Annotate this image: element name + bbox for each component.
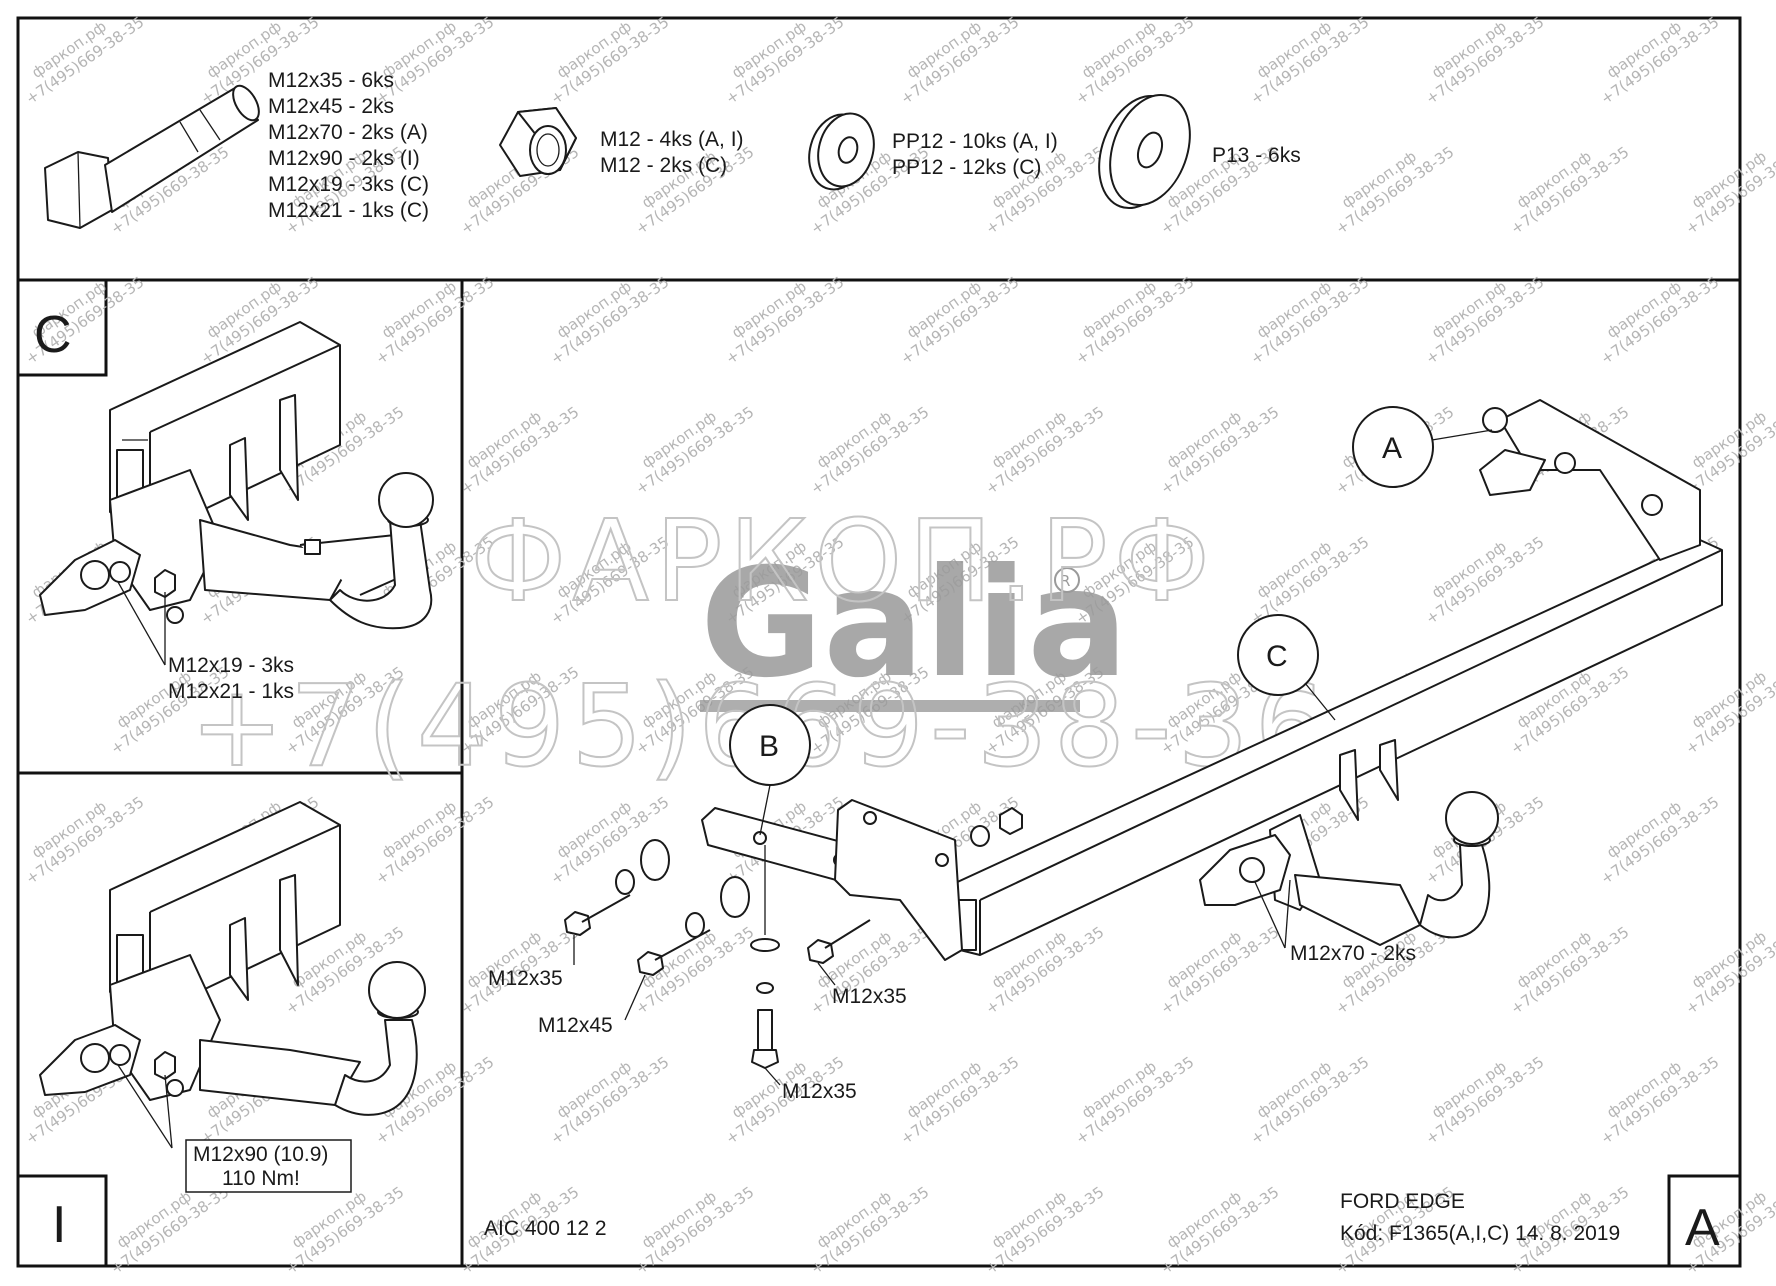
panel-i-torque-box: M12x90 (10.9) 110 Nm! xyxy=(185,1139,352,1193)
panel-c-note: M12x21 - 1ks xyxy=(168,680,294,703)
watermark-stamp: фаркоп.рф+7(495)669-38-35 xyxy=(982,1183,1107,1278)
hardware-nut-icon xyxy=(499,107,577,177)
watermark-stamp: фаркоп.рф+7(495)669-38-35 xyxy=(1422,533,1547,628)
torque-line: M12x90 (10.9) xyxy=(193,1143,328,1166)
watermark-stamp: фаркоп.рф+7(495)669-38-35 xyxy=(1507,143,1632,238)
watermark-stamp: фаркоп.рф+7(495)669-38-35 xyxy=(547,273,672,368)
watermark-stamp: фаркоп.рф+7(495)669-38-35 xyxy=(457,403,582,498)
panel-c-letter: C xyxy=(34,306,72,364)
watermark-stamp: фаркоп.рф+7(495)669-38-35 xyxy=(1332,143,1457,238)
bolt-item: M12x70 - 2ks (A) xyxy=(268,121,428,144)
large-washer-list: P13 - 6ks xyxy=(1212,144,1301,167)
watermark-stamp: фаркоп.рф+7(495)669-38-35 xyxy=(807,1183,932,1278)
watermark-stamp: фаркоп.рф+7(495)669-38-35 xyxy=(372,793,497,888)
torque-line: 110 Nm! xyxy=(222,1167,300,1190)
watermark-stamp: фаркоп.рф+7(495)669-38-35 xyxy=(1597,793,1722,888)
callout-c: C xyxy=(1266,640,1288,673)
watermark-stamp: фаркоп.рф+7(495)669-38-35 xyxy=(1682,403,1776,498)
watermark-stamp: фаркоп.рф+7(495)669-38-35 xyxy=(897,273,1022,368)
watermark-stamp: фаркоп.рф+7(495)669-38-35 xyxy=(897,13,1022,108)
main-callouts: A B C xyxy=(759,432,1402,763)
watermark-stamp: фаркоп.рф+7(495)669-38-35 xyxy=(22,13,147,108)
panel-c-note: M12x19 - 3ks xyxy=(168,654,294,677)
main-view-letter: A xyxy=(1685,1199,1720,1257)
registered-mark: R xyxy=(1060,572,1070,590)
watermark-stamp: фаркоп.рф+7(495)669-38-35 xyxy=(1247,273,1372,368)
bolt-item: M12x19 - 3ks (C) xyxy=(268,173,429,196)
watermark-big-site: ФАРКОП.РФ xyxy=(470,497,1216,627)
watermark-stamp: фаркоп.рф+7(495)669-38-35 xyxy=(1597,273,1722,368)
watermark-stamp: фаркоп.рф+7(495)669-38-35 xyxy=(1422,1053,1547,1148)
main-assembly-drawing xyxy=(564,399,1723,1086)
watermark-stamp: фаркоп.рф+7(495)669-38-35 xyxy=(1597,13,1722,108)
watermark-stamp: фаркоп.рф+7(495)669-38-35 xyxy=(372,273,497,368)
label-bolt: M12x35 xyxy=(832,985,907,1008)
washer-item: PP12 - 10ks (A, I) xyxy=(892,130,1058,153)
watermark-stamp: фаркоп.рф+7(495)669-38-35 xyxy=(632,403,757,498)
label-bolt: M12x35 xyxy=(488,967,563,990)
watermark-stamp: фаркоп.рф+7(495)669-38-35 xyxy=(722,273,847,368)
watermark-stamp: фаркоп.рф+7(495)669-38-35 xyxy=(457,923,582,1018)
panel-i-hitch-drawing xyxy=(39,801,426,1149)
watermark-logo: Galia R xyxy=(700,537,1128,712)
watermark-stamp: фаркоп.рф+7(495)669-38-35 xyxy=(1682,663,1776,758)
vehicle-name: FORD EDGE xyxy=(1340,1190,1465,1213)
watermark-stamp: фаркоп.рф+7(495)669-38-35 xyxy=(1157,403,1282,498)
watermark-stamp: фаркоп.рф+7(495)669-38-35 xyxy=(1597,1053,1722,1148)
watermark-stamp: фаркоп.рф+7(495)669-38-35 xyxy=(1072,1053,1197,1148)
callout-b: B xyxy=(759,730,779,763)
bolt-item: M12x35 - 6ks xyxy=(268,69,394,92)
product-code: Kód: F1365(A,I,C) 14. 8. 2019 xyxy=(1340,1222,1620,1245)
watermark-stamp: фаркоп.рф+7(495)669-38-35 xyxy=(22,793,147,888)
hardware-washer-icon xyxy=(808,112,875,191)
main-labels: M12x35 M12x45 M12x35 M12x35 M12x70 - 2ks xyxy=(488,942,1416,1103)
bolt-item: M12x45 - 2ks xyxy=(268,95,394,118)
watermark-stamp: фаркоп.рф+7(495)669-38-35 xyxy=(1507,923,1632,1018)
bolt-item: M12x90 - 2ks (I) xyxy=(268,147,420,170)
watermark-stamp: фаркоп.рф+7(495)669-38-35 xyxy=(1422,13,1547,108)
watermark-stamp: фаркоп.рф+7(495)669-38-35 xyxy=(1682,143,1776,238)
label-bolt: M12x70 - 2ks xyxy=(1290,942,1416,965)
hardware-bolt-icon xyxy=(44,84,260,229)
watermark-stamp: фаркоп.рф+7(495)669-38-35 xyxy=(1247,533,1372,628)
watermark-stamp: фаркоп.рф+7(495)669-38-35 xyxy=(1422,273,1547,368)
washer-item: PP12 - 12ks (C) xyxy=(892,156,1041,179)
panel-i-letter: I xyxy=(52,1196,66,1254)
watermark-stamp: фаркоп.рф+7(495)669-38-35 xyxy=(1072,273,1197,368)
bolt-item: M12x21 - 1ks (C) xyxy=(268,199,429,222)
callout-a: A xyxy=(1382,432,1402,465)
nut-item: M12 - 2ks (C) xyxy=(600,154,727,177)
label-bolt: M12x45 xyxy=(538,1014,613,1037)
watermark-stamp: фаркоп.рф+7(495)669-38-35 xyxy=(1247,1053,1372,1148)
nut-list: M12 - 4ks (A, I) M12 - 2ks (C) xyxy=(600,128,744,177)
label-bolt: M12x35 xyxy=(782,1080,857,1103)
hardware-large-washer-icon xyxy=(1098,93,1191,210)
panel-c-hitch-drawing xyxy=(39,321,434,666)
watermark-stamp: фаркоп.рф+7(495)669-38-35 xyxy=(1157,923,1282,1018)
galia-logo: Galia xyxy=(700,537,1128,711)
watermark-stamp: фаркоп.рф+7(495)669-38-35 xyxy=(1247,13,1372,108)
panel-c-notes: M12x19 - 3ks M12x21 - 1ks xyxy=(168,654,294,703)
washer-list: PP12 - 10ks (A, I) PP12 - 12ks (C) xyxy=(892,130,1058,179)
watermark-stamp: фаркоп.рф+7(495)669-38-35 xyxy=(547,13,672,108)
large-washer-item: P13 - 6ks xyxy=(1212,144,1301,167)
watermark-stamp: фаркоп.рф+7(495)669-38-35 xyxy=(807,403,932,498)
watermark-stamp: фаркоп.рф+7(495)669-38-35 xyxy=(1072,13,1197,108)
watermark-stamp: фаркоп.рф+7(495)669-38-35 xyxy=(1157,1183,1282,1278)
watermark-stamp: фаркоп.рф+7(495)669-38-35 xyxy=(22,273,147,368)
bolt-list: M12x35 - 6ks M12x45 - 2ks M12x70 - 2ks (… xyxy=(268,69,429,222)
watermark-stamp: фаркоп.рф+7(495)669-38-35 xyxy=(632,1183,757,1278)
nut-item: M12 - 4ks (A, I) xyxy=(600,128,744,151)
drawing-frame xyxy=(16,16,1742,1268)
doc-number: AIC 400 12 2 xyxy=(484,1217,607,1240)
watermark-stamp: фаркоп.рф+7(495)669-38-35 xyxy=(722,13,847,108)
watermark-stamp: фаркоп.рф+7(495)669-38-35 xyxy=(1682,923,1776,1018)
watermark-stamp: фаркоп.рф+7(495)669-38-35 xyxy=(982,403,1107,498)
watermark-stamp: фаркоп.рф+7(495)669-38-35 xyxy=(547,1053,672,1148)
watermark-stamp: фаркоп.рф+7(495)669-38-35 xyxy=(897,1053,1022,1148)
